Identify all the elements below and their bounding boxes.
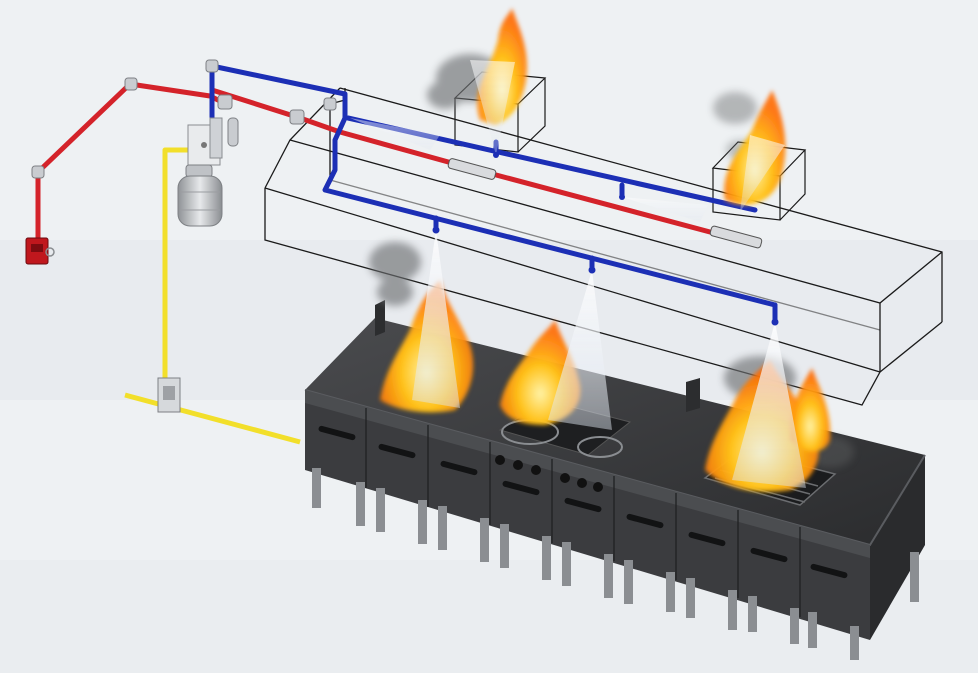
fusible-link-icon [447,158,763,249]
release-box-icon[interactable] [187,117,223,166]
extinguishing-spray [350,60,806,488]
cylinder-icon[interactable] [177,164,223,227]
red-pull-station-icon[interactable] [25,237,55,265]
gas-supply-line [124,147,301,445]
pipe-fittings [31,59,337,179]
gas-shutoff-valve-icon[interactable] [157,377,181,413]
nozzle-icon [432,152,779,326]
